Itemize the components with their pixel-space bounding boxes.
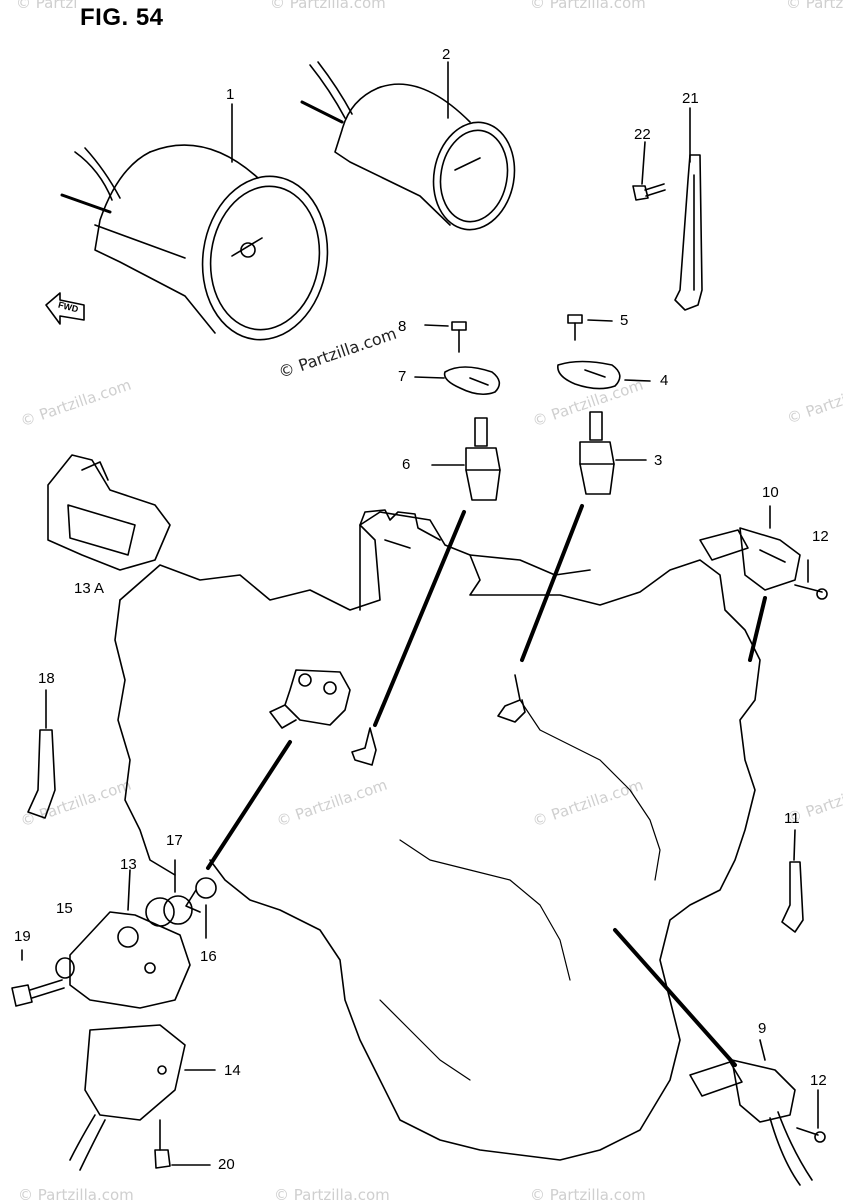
clip-11 xyxy=(781,829,804,933)
callout-12-bottom: 12 xyxy=(810,1072,827,1089)
callout-17: 17 xyxy=(166,832,183,849)
pump-bracket xyxy=(269,669,351,729)
engine-probe-left xyxy=(351,727,377,766)
callout-13a: 13 A xyxy=(74,580,105,597)
callout-13: 13 xyxy=(120,856,137,873)
callout-20: 20 xyxy=(218,1156,235,1173)
watermark-top-1: © Partzi xyxy=(16,0,78,12)
callout-16: 16 xyxy=(200,948,217,965)
fwd-arrow-icon xyxy=(45,292,85,325)
bolt-20 xyxy=(154,1119,211,1169)
callout-9: 9 xyxy=(758,1020,767,1037)
spacer-16 xyxy=(185,877,217,939)
bracket-13 xyxy=(69,869,191,1009)
bolt-22 xyxy=(632,183,666,201)
sensor-box-14 xyxy=(69,1024,216,1171)
callout-15: 15 xyxy=(56,900,73,917)
watermark-top-3: © Partzilla.com xyxy=(530,0,646,12)
bracket-21 xyxy=(674,154,703,311)
engine-top-block xyxy=(359,509,441,541)
clip-18 xyxy=(27,689,56,819)
callout-14: 14 xyxy=(224,1062,241,1079)
callout-5: 5 xyxy=(620,312,629,329)
callout-18: 18 xyxy=(38,670,55,687)
callout-1: 1 xyxy=(226,86,235,103)
callout-6: 6 xyxy=(402,456,411,473)
connector-9 xyxy=(689,1039,826,1186)
callout-19: 19 xyxy=(14,928,31,945)
sensor-6 xyxy=(431,417,501,501)
engine-probe-right xyxy=(497,674,526,723)
bracket-13a xyxy=(47,454,171,571)
callout-7: 7 xyxy=(398,368,407,385)
sensor-3 xyxy=(579,411,647,495)
callout-2: 2 xyxy=(442,46,451,63)
callout-4: 4 xyxy=(660,372,669,389)
callout-11: 11 xyxy=(784,810,800,827)
tachometer-gauge xyxy=(60,144,329,341)
callout-8: 8 xyxy=(398,318,407,335)
callout-10: 10 xyxy=(762,484,779,501)
callout-21: 21 xyxy=(682,90,699,107)
figure-title: FIG. 54 xyxy=(80,4,164,31)
screw-5 xyxy=(567,314,613,341)
watermark-top-2: © Partzilla.com xyxy=(270,0,386,12)
engine-outline xyxy=(119,511,761,1161)
watermark-top-4: © Partzi xyxy=(786,0,843,12)
speedometer-gauge xyxy=(300,61,516,231)
screw-8 xyxy=(424,321,467,353)
callout-3: 3 xyxy=(654,452,663,469)
callout-22: 22 xyxy=(634,126,651,143)
bolt-19 xyxy=(11,949,65,1007)
grommet-17 xyxy=(145,859,193,927)
connector-10 xyxy=(699,505,828,600)
callout-12-top: 12 xyxy=(812,528,829,545)
plate-4 xyxy=(557,360,651,390)
washer-15 xyxy=(55,957,75,979)
plate-7 xyxy=(414,366,501,396)
